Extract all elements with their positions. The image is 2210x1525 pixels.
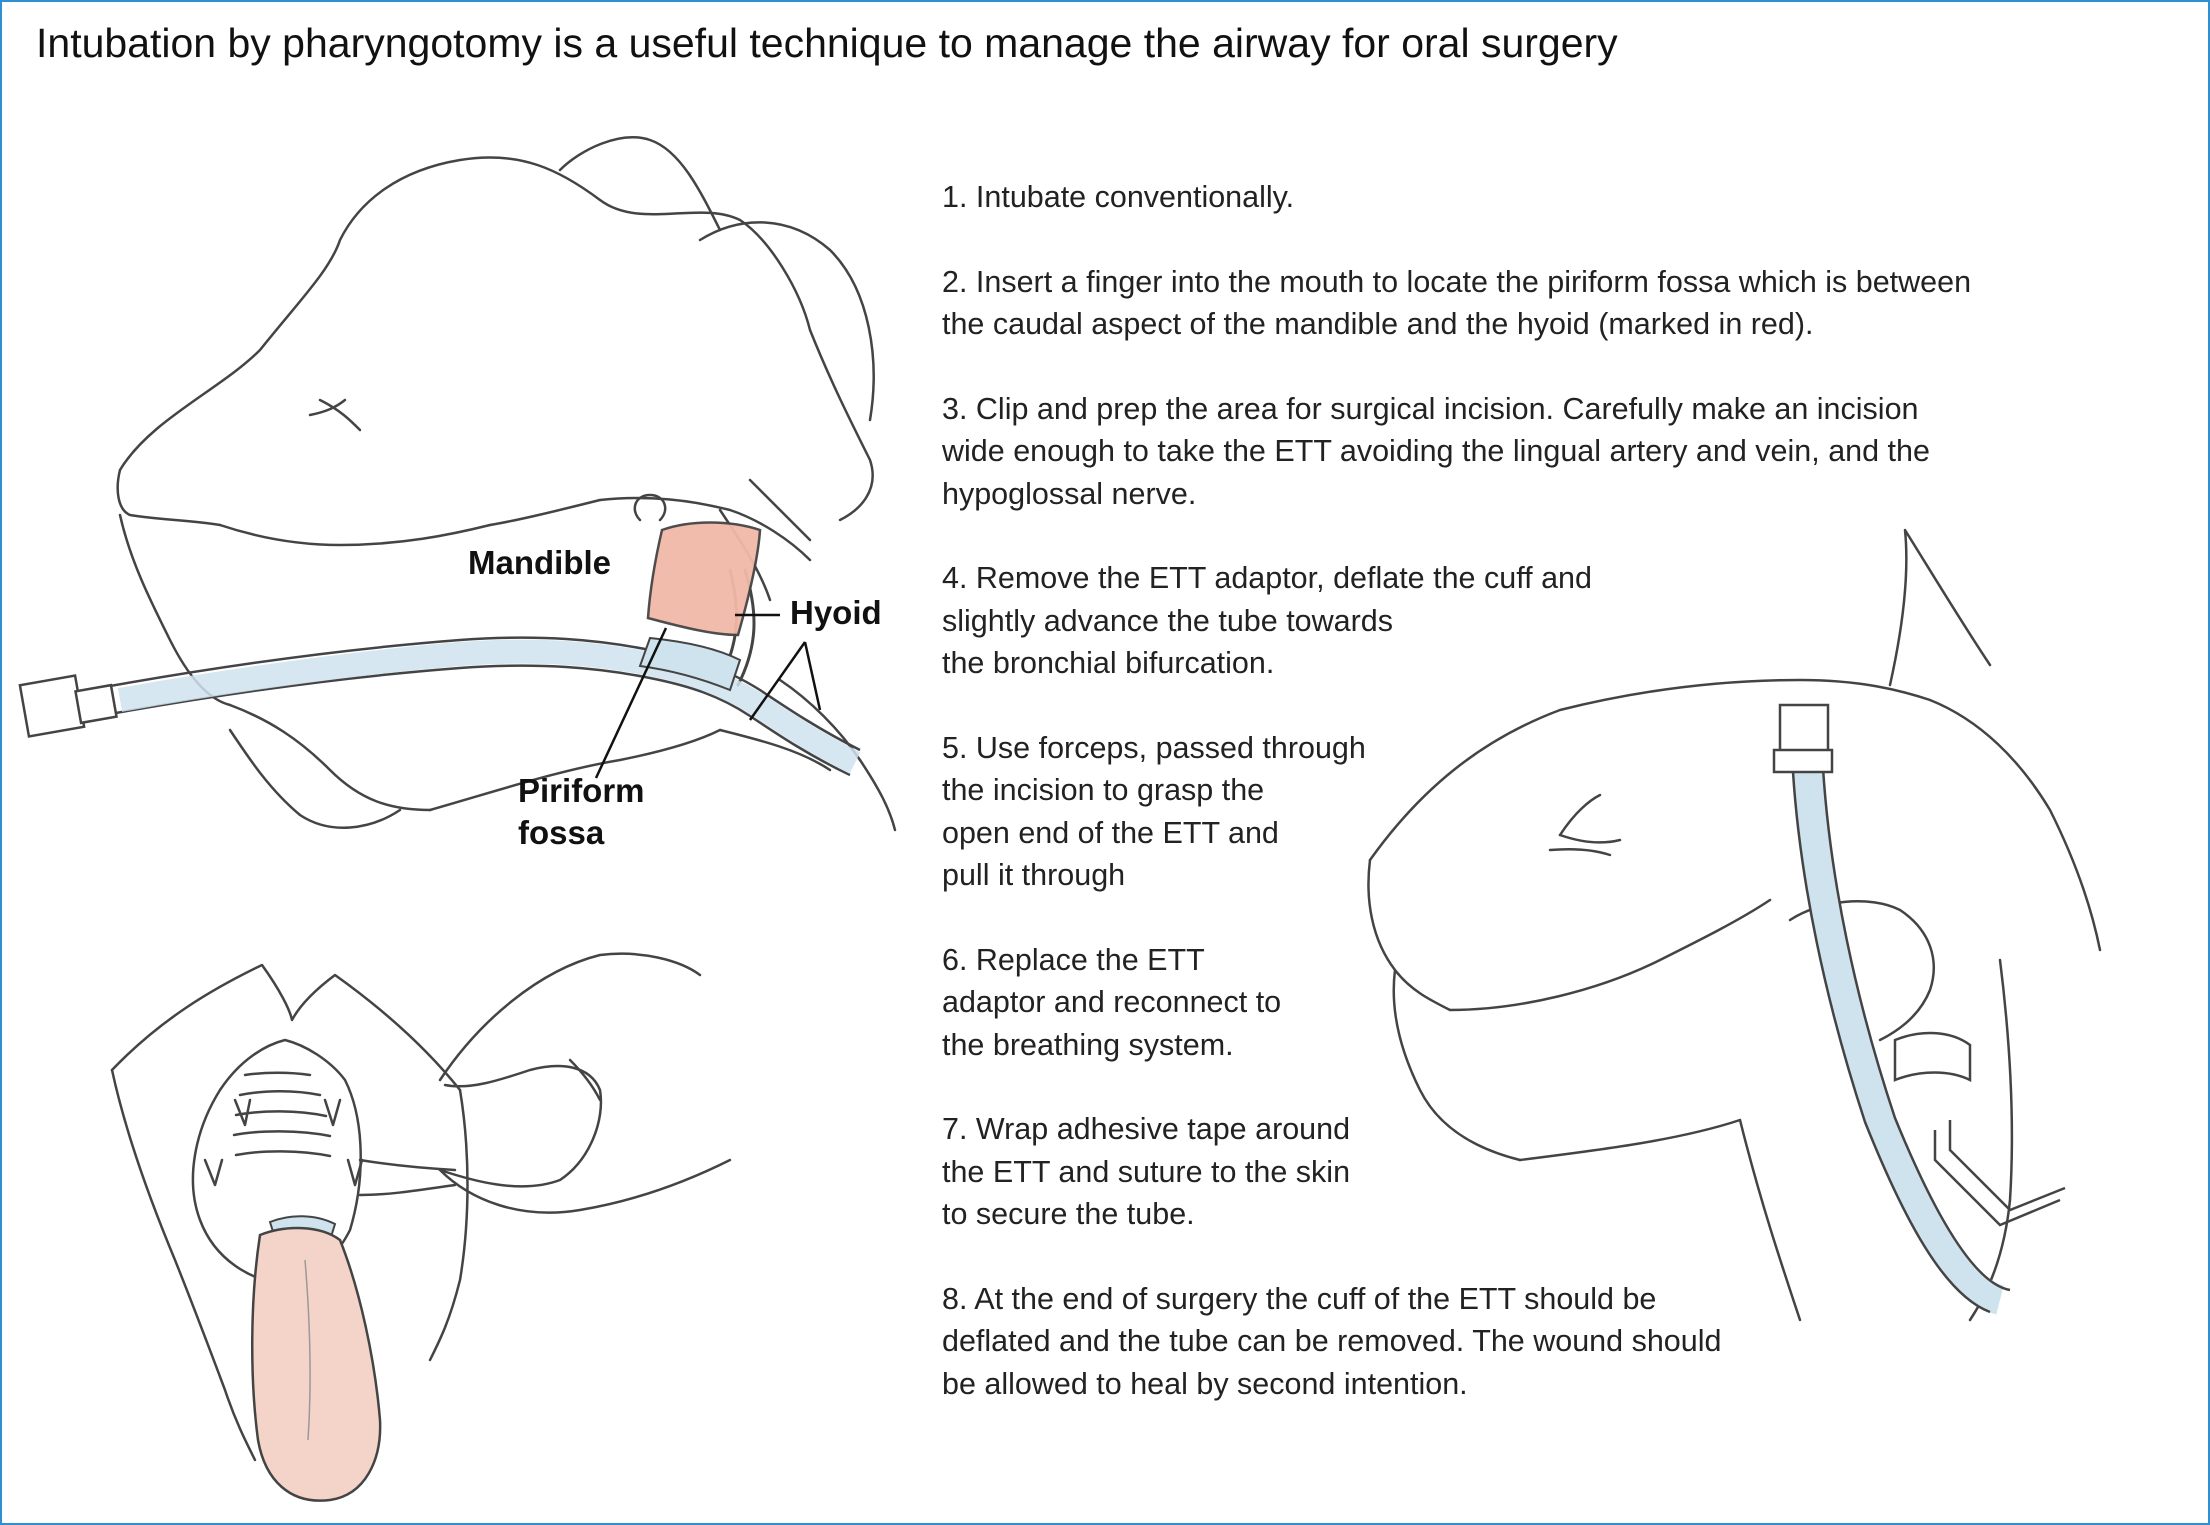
step-line: wide enough to take the ETT avoiding the…: [942, 434, 1930, 468]
label-hyoid: Hyoid: [790, 594, 882, 631]
step-line: the incision to grasp the: [942, 773, 1265, 807]
step-line: open end of the ETT and: [942, 815, 1279, 850]
label-leaders: [594, 613, 822, 779]
open-mouth-illustration: [110, 952, 732, 1462]
label-mandible: Mandible: [468, 544, 611, 581]
label-fossa: fossa: [518, 814, 605, 851]
tongue-illustration: [250, 1226, 382, 1502]
step-line: 3. Clip and prep the area for surgical i…: [942, 391, 1919, 426]
step-3: 3. Clip and prep the area for surgical i…: [942, 388, 2132, 516]
step-line: the bronchial bifurcation.: [942, 646, 1275, 680]
step-line: hypoglossal nerve.: [942, 476, 1197, 511]
step-line: adaptor and reconnect to: [942, 985, 1282, 1019]
step-1: 1. Intubate conventionally.: [942, 176, 2132, 219]
step-line: the breathing system.: [942, 1027, 1234, 1062]
step-line: 1. Intubate conventionally.: [942, 180, 1295, 214]
step-line: the ETT and suture to the skin: [942, 1154, 1351, 1189]
step-line: 7. Wrap adhesive tape around: [942, 1112, 1351, 1146]
step-6: 6. Replace the ETT adaptor and reconnect …: [942, 939, 2132, 1067]
step-2: 2. Insert a finger into the mouth to loc…: [942, 261, 2132, 346]
figure-title: Intubation by pharyngotomy is a useful t…: [36, 20, 1618, 66]
step-line: 2. Insert a finger into the mouth to loc…: [942, 264, 1972, 299]
step-line: pull it through: [942, 858, 1126, 892]
procedure-steps: 1. Intubate conventionally. 2. Insert a f…: [942, 176, 2132, 1447]
step-line: be allowed to heal by second intention.: [942, 1366, 1468, 1401]
step-line: 4. Remove the ETT adaptor, deflate the c…: [942, 561, 1592, 595]
step-line: to secure the tube.: [942, 1197, 1195, 1231]
endotracheal-tube-pharyngotomy: [1772, 703, 2066, 1315]
step-4: 4. Remove the ETT adaptor, deflate the c…: [942, 557, 2132, 685]
step-line: the caudal aspect of the mandible and th…: [942, 307, 1814, 341]
piriform-fossa-highlight: [646, 521, 762, 637]
step-line: 5. Use forceps, passed through: [942, 730, 1366, 765]
step-line: slightly advance the tube towards: [942, 603, 1393, 638]
step-7: 7. Wrap adhesive tape around the ETT and …: [942, 1108, 2132, 1236]
step-line: 6. Replace the ETT: [942, 942, 1205, 977]
step-5: 5. Use forceps, passed through the incisi…: [942, 727, 2132, 897]
cat-head-pharyngotomy-illustration: [1367, 528, 2102, 1322]
label-piriform: Piriform: [518, 772, 645, 809]
step-8: 8. At the end of surgery the cuff of the…: [942, 1278, 2132, 1406]
ett-adaptor: [18, 674, 86, 738]
endotracheal-tube-lateral: [18, 636, 861, 777]
step-line: deflated and the tube can be removed. Th…: [942, 1324, 1722, 1358]
step-line: 8. At the end of surgery the cuff of the…: [942, 1281, 1657, 1316]
